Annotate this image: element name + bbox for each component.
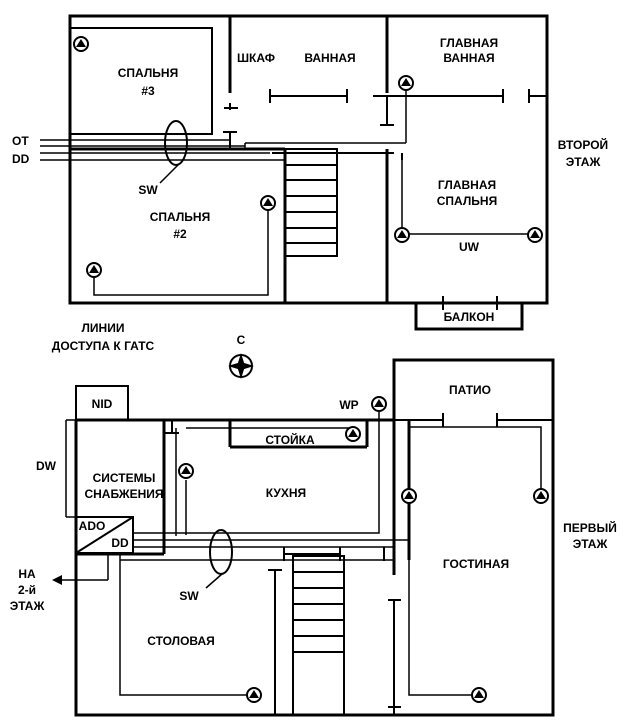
dw-label: DW: [36, 459, 57, 473]
room-label-master-bedroom-line1: ГЛАВНАЯ: [438, 178, 496, 192]
outlet-icon: [371, 396, 387, 412]
to-second-floor-line3: ЭТАЖ: [10, 599, 45, 613]
compass-label: C: [237, 333, 246, 347]
upper-stairs: [284, 148, 338, 257]
room-label-balcony: БАЛКОН: [444, 310, 495, 324]
compass-icon: C: [228, 333, 254, 379]
room-label-closet: ШКАФ: [237, 51, 275, 65]
room-label-bedroom2-line1: СПАЛЬНЯ: [150, 210, 210, 224]
lower-floor: ЛИНИИ ДОСТУПА К ГАТС NID ADO DD DW WP СИ…: [10, 321, 617, 717]
to-second-floor-line1: НА: [18, 567, 36, 581]
room-label-counter: СТОЙКА: [265, 432, 315, 447]
lower-sw-label: SW: [179, 589, 199, 603]
balcony-outline: [414, 303, 524, 331]
outlet-icon: [73, 36, 89, 52]
room-label-kitchen: КУХНЯ: [266, 486, 306, 500]
lower-stairs: [292, 555, 345, 716]
room-label-master-bath-line1: ГЛАВНАЯ: [440, 36, 498, 50]
upper-floor: СПАЛЬНЯ #3 ШКАФ ВАННАЯ ГЛАВНАЯ ВАННАЯ СП…: [12, 14, 608, 331]
ot-label: OT: [12, 134, 29, 148]
room-label-bedroom3-line2: #3: [141, 84, 155, 98]
lower-floor-outline: [74, 358, 555, 717]
uw-label: UW: [459, 240, 480, 254]
outlet-icon: [533, 488, 549, 504]
dd-label: DD: [12, 152, 30, 166]
wp-label: WP: [339, 398, 358, 412]
upper-sw-ellipse: [164, 120, 188, 166]
lower-dd-label: DD: [111, 536, 129, 550]
room-label-patio: ПАТИО: [449, 383, 491, 397]
room-label-bedroom2-line2: #2: [173, 227, 187, 241]
lower-sw-ellipse: [209, 529, 233, 575]
outlet-icon: [260, 195, 276, 211]
upper-floor-label-line2: ЭТАЖ: [566, 155, 601, 169]
outlet-icon: [246, 687, 262, 703]
access-lines-label-line1: ЛИНИИ: [82, 321, 125, 335]
outlet-icon: [394, 227, 410, 243]
outlet-icon: [401, 488, 417, 504]
room-label-utilities-line1: СИСТЕМЫ: [93, 471, 156, 485]
room-label-master-bath-line2: ВАННАЯ: [443, 51, 494, 65]
lower-floor-label-line1: ПЕРВЫЙ: [563, 520, 617, 535]
upper-floor-label-line1: ВТОРОЙ: [558, 137, 608, 152]
upper-sw-label: SW: [138, 183, 158, 197]
nid-label: NID: [92, 397, 113, 411]
outlet-icon: [471, 687, 487, 703]
room-label-master-bedroom-line2: СПАЛЬНЯ: [437, 194, 497, 208]
room-label-living: ГОСТИНАЯ: [443, 557, 509, 571]
room-label-bedroom3-line1: СПАЛЬНЯ: [118, 66, 178, 80]
room-label-utilities-line2: СНАБЖЕНИЯ: [84, 487, 163, 501]
lower-floor-label-line2: ЭТАЖ: [573, 537, 608, 551]
access-lines-label-line2: ДОСТУПА К ГАТС: [52, 339, 155, 353]
outlet-icon: [86, 262, 102, 278]
to-second-floor-line2: 2-й: [18, 583, 36, 597]
nid-box: [75, 385, 129, 421]
room-label-dining: СТОЛОВАЯ: [147, 634, 215, 648]
ado-label: ADO: [79, 519, 106, 533]
outlet-icon: [527, 227, 543, 243]
outlet-icon: [178, 463, 194, 479]
outlet-icon: [345, 426, 361, 442]
outlet-icon: [398, 75, 414, 91]
room-label-bathroom: ВАННАЯ: [304, 51, 355, 65]
